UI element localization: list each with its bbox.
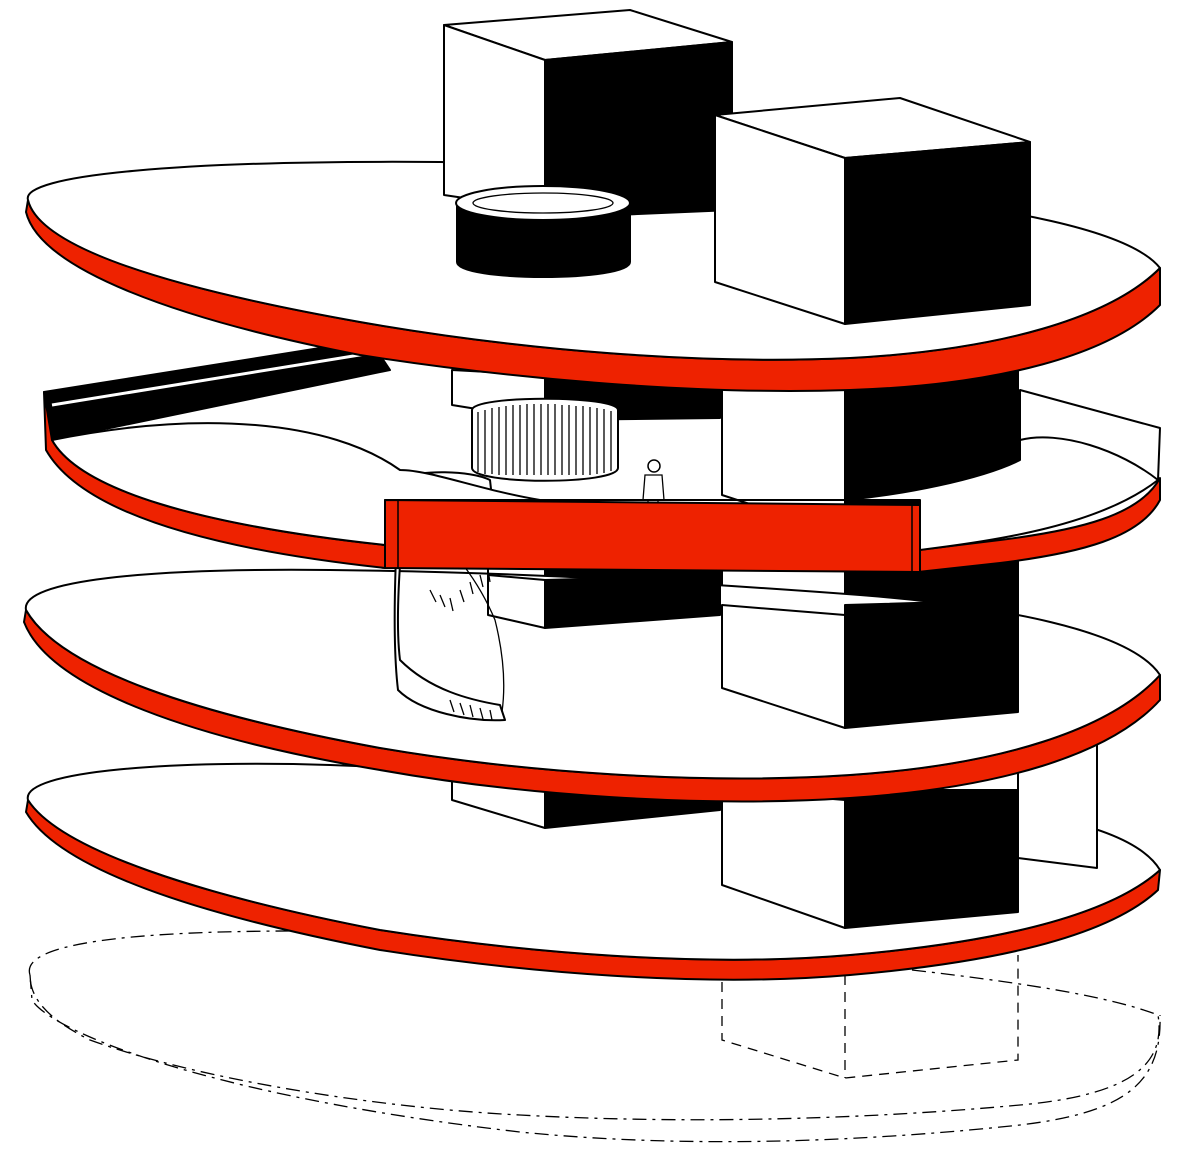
roof xyxy=(25,9,1161,392)
middle-core-lower-dark xyxy=(844,599,1019,729)
ground-floor xyxy=(25,741,1161,981)
upper-stair-cylinder xyxy=(471,397,619,482)
roof-box-front xyxy=(714,97,1031,325)
person-head xyxy=(647,459,661,473)
roof-cylinder-top xyxy=(455,185,631,221)
upper-stair-bars xyxy=(477,404,612,475)
person-figure xyxy=(642,459,665,504)
foundation-slab-bottom-outline xyxy=(29,974,1161,1143)
roof-box-front-right xyxy=(844,141,1031,325)
middle-small-core-lower-dark xyxy=(544,574,721,629)
staircase-treads xyxy=(429,569,493,721)
upper-floor-slab-top xyxy=(51,422,1159,551)
upper-back-rail-left-highlight xyxy=(51,350,379,407)
roof-box-rear xyxy=(443,9,733,219)
person-body xyxy=(642,474,665,504)
upper-cylindrical-stair xyxy=(471,397,619,482)
roof-cylinder-rim xyxy=(472,192,614,214)
bridge-beam-front xyxy=(384,499,921,573)
roof-cylinder xyxy=(455,185,631,278)
foundation-core-outline xyxy=(721,955,1019,1079)
ground-core-right-face xyxy=(844,789,1019,929)
roof-cylinder-body xyxy=(456,204,631,278)
upper-floor xyxy=(43,339,1161,573)
